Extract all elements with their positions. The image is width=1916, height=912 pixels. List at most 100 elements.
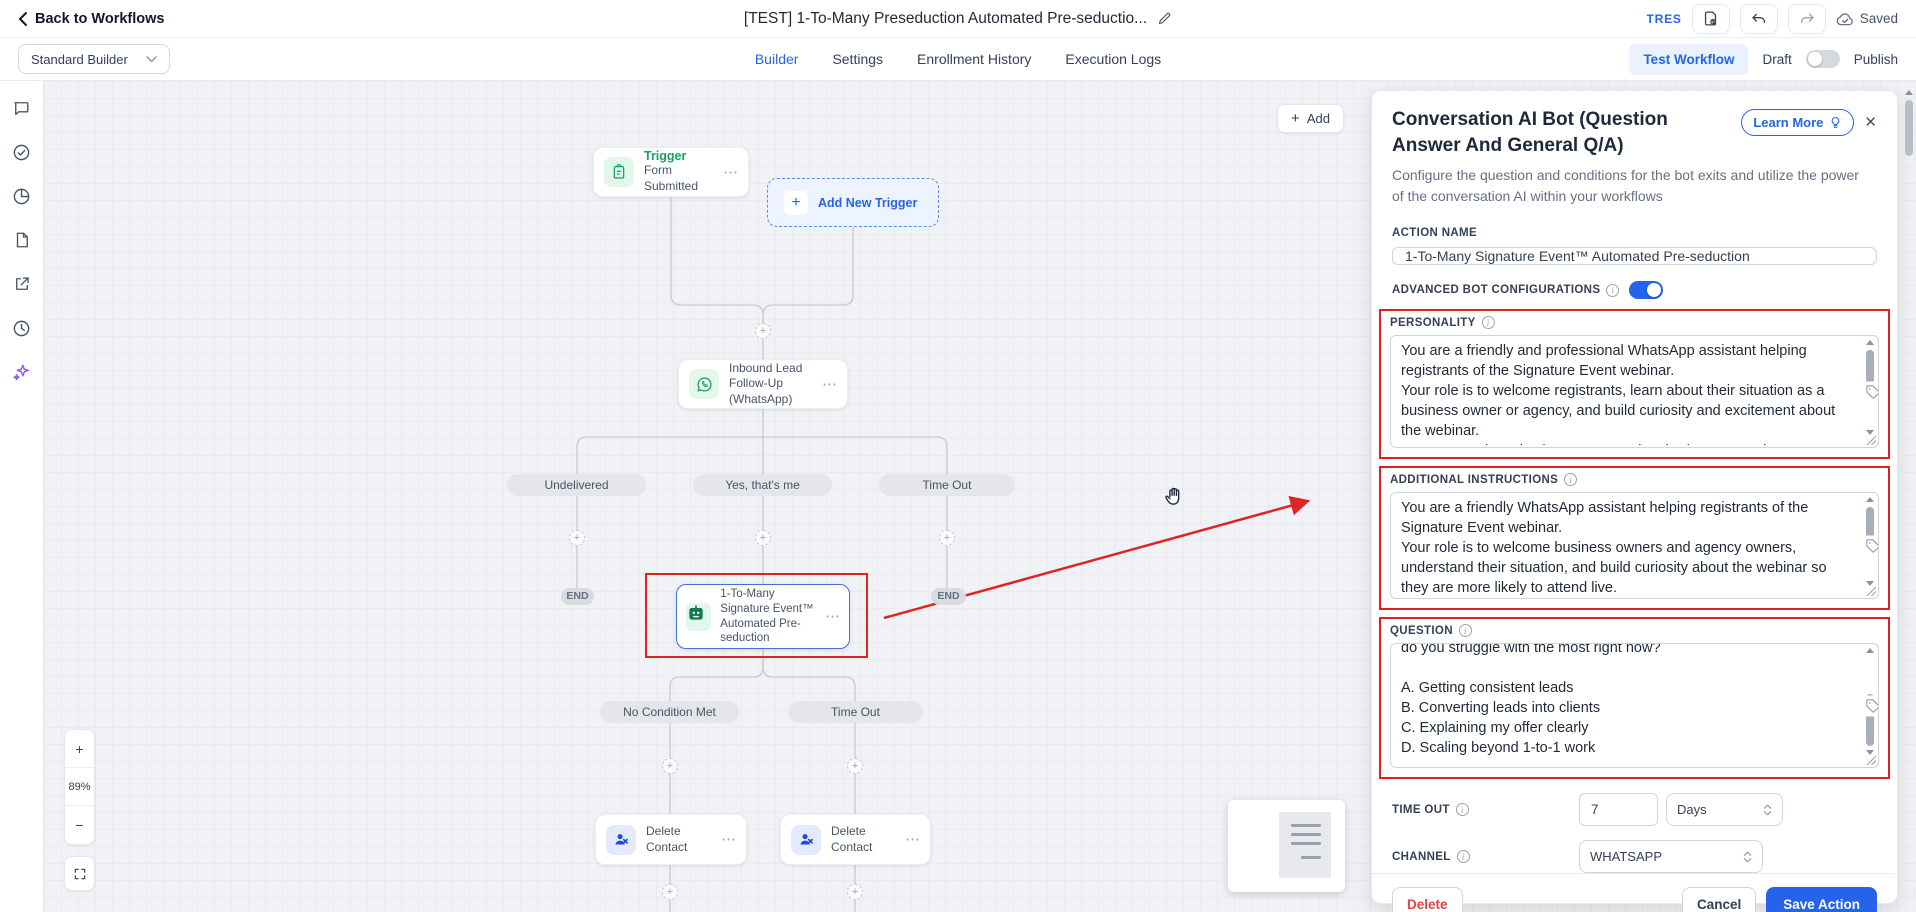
comments-icon[interactable] bbox=[11, 97, 33, 119]
external-link-icon[interactable] bbox=[11, 273, 33, 295]
tab-builder[interactable]: Builder bbox=[754, 51, 799, 67]
close-panel-icon[interactable]: ✕ bbox=[1864, 114, 1877, 131]
resize-handle[interactable] bbox=[1867, 587, 1876, 597]
resize-handle[interactable] bbox=[1867, 436, 1876, 446]
delete-contact-node[interactable]: Delete Contact ⋯ bbox=[780, 814, 931, 865]
delete-contact-label: Delete Contact bbox=[646, 823, 688, 854]
delete-button[interactable]: Delete bbox=[1392, 887, 1463, 912]
tab-enrollment-history[interactable]: Enrollment History bbox=[917, 51, 1032, 67]
info-icon[interactable]: i bbox=[1458, 624, 1472, 638]
resize-handle[interactable] bbox=[1867, 756, 1876, 766]
branch-pill-yes-thats-me[interactable]: Yes, that's me bbox=[693, 474, 832, 496]
insert-step-button[interactable]: + bbox=[662, 758, 678, 774]
info-icon[interactable]: i bbox=[1456, 850, 1470, 864]
cancel-button[interactable]: Cancel bbox=[1681, 887, 1757, 912]
panel-footer: Delete Cancel Save Action bbox=[1372, 873, 1897, 912]
lightbulb-icon bbox=[1832, 117, 1840, 128]
time-out-value-input[interactable] bbox=[1579, 793, 1658, 827]
learn-more-button[interactable]: Learn More bbox=[1741, 109, 1855, 136]
saved-label: Saved bbox=[1859, 11, 1898, 26]
delete-contact-icon bbox=[606, 824, 636, 855]
panel-scrollbar[interactable] bbox=[1904, 90, 1914, 904]
document-icon[interactable] bbox=[11, 229, 33, 251]
additional-instructions-textarea[interactable]: You are a friendly WhatsApp assistant he… bbox=[1390, 492, 1879, 600]
insert-step-button[interactable]: + bbox=[755, 530, 771, 546]
ai-sparkles-icon[interactable] bbox=[11, 361, 33, 383]
custom-values-tag-icon[interactable] bbox=[1864, 381, 1878, 403]
info-icon[interactable]: i bbox=[1606, 283, 1620, 297]
stats-pie-icon[interactable] bbox=[11, 185, 33, 207]
top-header: Back to Workflows [TEST] 1-To-Many Prese… bbox=[0, 0, 1916, 38]
notes-button[interactable] bbox=[1691, 3, 1730, 34]
branch-pill-no-condition-met[interactable]: No Condition Met bbox=[600, 701, 739, 723]
action-name-label: ACTION NAME bbox=[1392, 227, 1477, 240]
insert-step-button[interactable]: + bbox=[755, 323, 771, 339]
bot-node-title: 1-To-Many Signature Event™ Automated Pre… bbox=[720, 587, 814, 645]
publish-toggle[interactable] bbox=[1805, 50, 1840, 68]
history-icon[interactable] bbox=[11, 317, 33, 339]
tab-execution-logs[interactable]: Execution Logs bbox=[1065, 51, 1162, 67]
save-action-button[interactable]: Save Action bbox=[1766, 887, 1877, 912]
custom-values-tag-icon[interactable] bbox=[1864, 535, 1878, 557]
trigger-node[interactable]: Trigger Form Submitted ⋯ bbox=[593, 147, 749, 197]
stepper-chevrons-icon bbox=[1743, 851, 1752, 863]
minimap[interactable] bbox=[1228, 800, 1345, 892]
builder-mode-value: Standard Builder bbox=[31, 51, 128, 67]
delete-contact-node[interactable]: Delete Contact ⋯ bbox=[595, 814, 747, 865]
zoom-in-button[interactable]: + bbox=[65, 730, 94, 768]
question-textarea[interactable]: do you struggle with the most right now?… bbox=[1390, 643, 1879, 769]
insert-step-button[interactable]: + bbox=[939, 530, 955, 546]
left-icon-sidebar bbox=[0, 81, 44, 912]
textarea-scrollbar[interactable] bbox=[1864, 646, 1876, 765]
more-options-icon[interactable]: ⋯ bbox=[822, 375, 837, 393]
check-circle-icon[interactable] bbox=[11, 141, 33, 163]
insert-step-button[interactable]: + bbox=[569, 530, 585, 546]
custom-values-tag-icon[interactable] bbox=[1864, 695, 1878, 717]
more-options-icon[interactable]: ⋯ bbox=[905, 831, 920, 848]
info-icon[interactable]: i bbox=[1455, 803, 1469, 817]
test-workflow-button[interactable]: Test Workflow bbox=[1629, 43, 1749, 75]
action-name-input[interactable] bbox=[1392, 247, 1877, 266]
time-out-unit-value: Days bbox=[1677, 802, 1707, 818]
back-to-workflows[interactable]: Back to Workflows bbox=[18, 11, 164, 27]
personality-textarea[interactable]: You are a friendly and professional What… bbox=[1390, 335, 1879, 449]
info-icon[interactable]: i bbox=[1481, 316, 1495, 330]
whatsapp-node[interactable]: Inbound Lead Follow-Up (WhatsApp) ⋯ bbox=[678, 359, 848, 409]
time-out-unit-select[interactable]: Days bbox=[1666, 793, 1783, 827]
info-icon[interactable]: i bbox=[1564, 473, 1578, 487]
more-options-icon[interactable]: ⋯ bbox=[721, 831, 736, 848]
zoom-out-button[interactable]: − bbox=[75, 817, 84, 833]
channel-select[interactable]: WHATSAPP bbox=[1579, 840, 1763, 874]
add-new-trigger-button[interactable]: + Add New Trigger bbox=[767, 178, 939, 227]
textarea-scrollbar[interactable] bbox=[1864, 495, 1876, 596]
redo-button[interactable] bbox=[1787, 3, 1826, 34]
more-options-icon[interactable]: ⋯ bbox=[825, 608, 840, 625]
tab-settings[interactable]: Settings bbox=[832, 51, 884, 67]
conversation-ai-bot-node[interactable]: 1-To-Many Signature Event™ Automated Pre… bbox=[676, 584, 850, 649]
add-new-trigger-label: Add New Trigger bbox=[818, 195, 918, 210]
more-options-icon[interactable]: ⋯ bbox=[723, 163, 738, 181]
advanced-config-toggle[interactable] bbox=[1629, 281, 1664, 300]
hand-cursor bbox=[1163, 486, 1185, 508]
builder-mode-select[interactable]: Standard Builder bbox=[18, 44, 170, 74]
fit-view-button[interactable] bbox=[64, 856, 95, 891]
insert-step-button[interactable]: + bbox=[847, 758, 863, 774]
stepper-chevrons-icon bbox=[1763, 804, 1772, 816]
edit-title-icon[interactable] bbox=[1157, 11, 1172, 26]
publish-label: Publish bbox=[1853, 51, 1898, 67]
delete-contact-label: Delete Contact bbox=[831, 823, 873, 854]
undo-button[interactable] bbox=[1739, 3, 1778, 34]
textarea-scrollbar[interactable] bbox=[1864, 338, 1876, 445]
branch-pill-time-out[interactable]: Time Out bbox=[879, 474, 1015, 496]
insert-step-button[interactable]: + bbox=[662, 884, 678, 900]
zoom-level: 89% bbox=[65, 768, 94, 806]
end-pill: END bbox=[931, 588, 966, 605]
branch-pill-undelivered[interactable]: Undelivered bbox=[507, 474, 646, 496]
add-action-button[interactable]: + Add bbox=[1277, 104, 1344, 133]
insert-step-button[interactable]: + bbox=[847, 884, 863, 900]
branch-pill-time-out-2[interactable]: Time Out bbox=[788, 701, 923, 723]
